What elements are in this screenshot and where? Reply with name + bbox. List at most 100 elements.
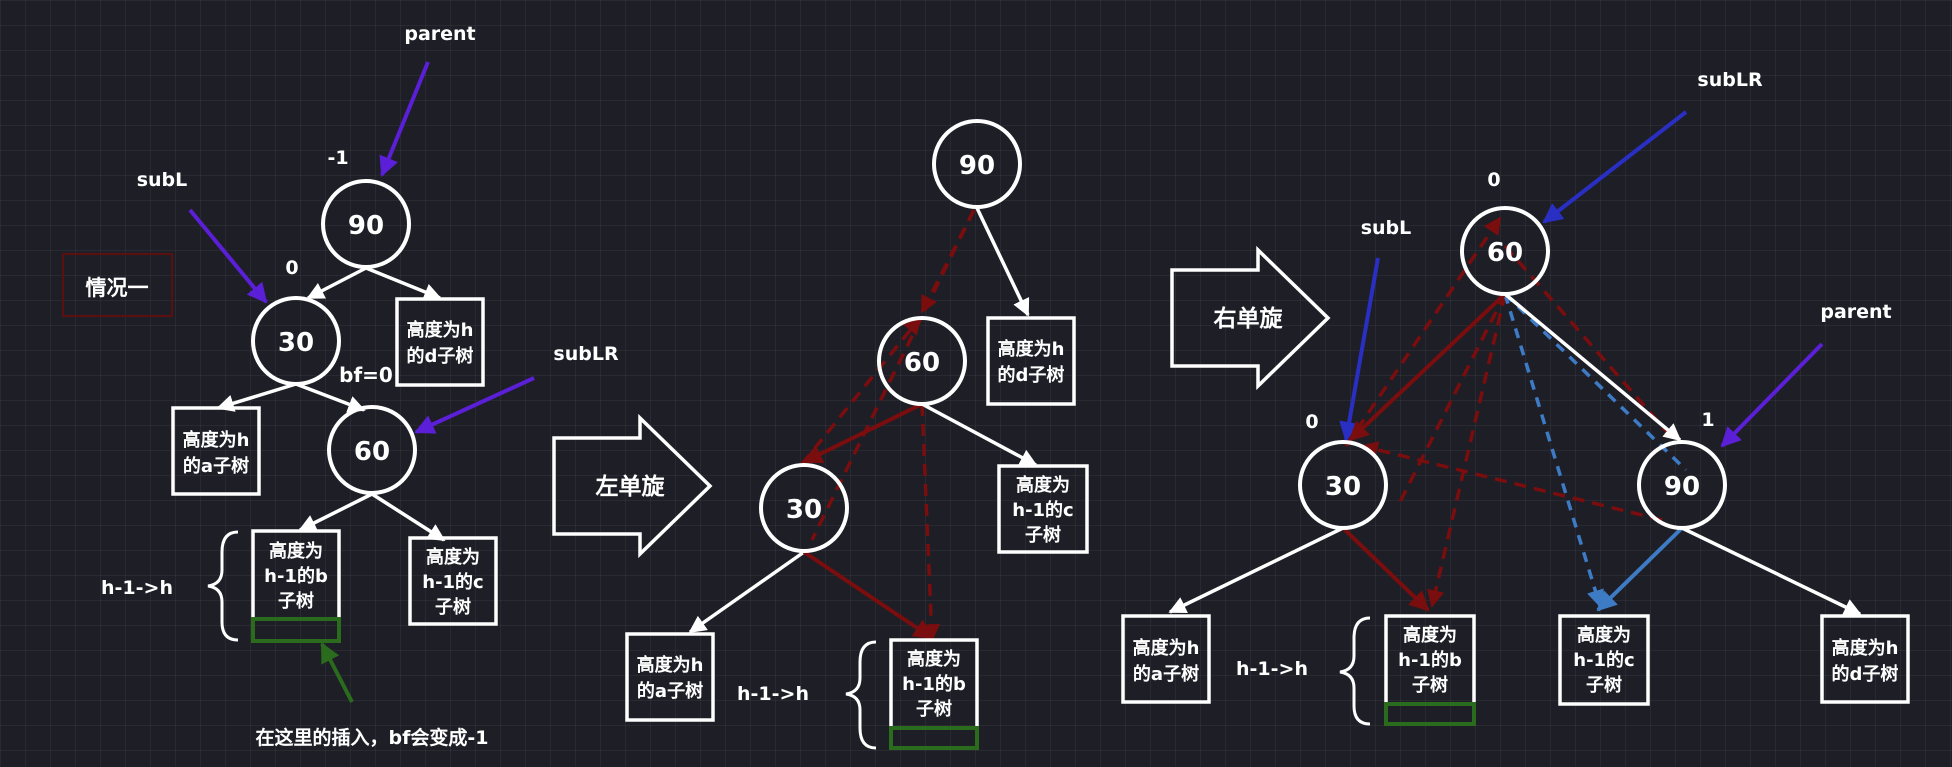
edge-60-90 — [1503, 292, 1682, 442]
edge-60-30 — [1348, 292, 1507, 442]
edge-60-b — [298, 492, 373, 532]
case-label: 情况一 — [86, 276, 149, 300]
subtree-b-line2: h-1的b — [264, 565, 328, 587]
parent-label: parent — [404, 23, 475, 45]
subtree-d-box — [986, 316, 1076, 406]
node-30-circle — [759, 463, 849, 553]
subtree-b-line2: h-1的b — [902, 673, 966, 695]
subtree-a-line1: 高度为h — [1133, 637, 1200, 659]
subLR-pointer-arrow — [414, 376, 535, 434]
bf-root-label: -1 — [327, 147, 348, 169]
node-60-label: 60 — [1487, 238, 1523, 268]
subL-label: subL — [137, 169, 188, 191]
node-30-circle — [1298, 440, 1388, 530]
parent-pointer-arrow — [379, 61, 430, 177]
hint-60-to-b — [1427, 293, 1507, 608]
subtree-c-line1: 高度为 — [1577, 624, 1631, 646]
right-rotation-arrow: 右单旋 — [1170, 245, 1331, 391]
node-60-label: 60 — [904, 348, 940, 378]
subtree-c-box — [1558, 614, 1650, 706]
hint-90-to-60 — [920, 209, 976, 314]
subtree-c-line2: h-1的c — [1012, 499, 1073, 521]
right-rotation-arrow-shape — [1170, 245, 1331, 391]
subtree-a-box — [171, 406, 261, 496]
height-change-label: h-1->h — [101, 577, 173, 599]
edge-30-a — [688, 550, 806, 634]
subtree-c-box — [408, 536, 498, 626]
edge-30-60 — [295, 382, 366, 413]
edge-90-c — [1596, 526, 1684, 612]
edge-30-a — [1168, 526, 1344, 614]
node-30-label: 30 — [278, 328, 314, 358]
node-90-circle — [932, 119, 1022, 209]
subtree-b-line2: h-1的b — [1398, 649, 1462, 671]
height-brace — [845, 640, 877, 750]
subtree-a-line1: 高度为h — [183, 429, 250, 451]
subL-label: subL — [1361, 217, 1412, 239]
hint-60-to-b — [920, 403, 941, 642]
case-label-box — [62, 253, 173, 317]
node-90-circle — [321, 179, 411, 269]
subtree-d-line2: 的d子树 — [407, 345, 474, 367]
subtree-d-line1: 高度为h — [998, 338, 1065, 360]
node-60-circle — [327, 405, 417, 495]
node-30-label: 30 — [786, 495, 822, 525]
edge-30-b — [1341, 526, 1430, 612]
node-60-circle — [1460, 206, 1550, 296]
stage1: 情况一 parent subL subLR -1 90 0 30 bf=0 60… — [62, 23, 619, 749]
subtree-a-line2: 的a子树 — [637, 680, 703, 702]
hint-90-down — [810, 209, 976, 541]
subtree-b-line1: 高度为 — [269, 540, 323, 562]
hint-90-to-30 — [1360, 441, 1663, 522]
subtree-b-line1: 高度为 — [907, 648, 961, 670]
subtree-b-growth-bar — [251, 617, 341, 643]
node-90-label: 90 — [348, 211, 384, 241]
subtree-c-line2: h-1的c — [422, 571, 483, 593]
bf-30-label: 0 — [285, 257, 298, 279]
subtree-b-line3: 子树 — [278, 590, 314, 612]
node-60-circle — [877, 316, 967, 406]
parent-label: parent — [1820, 301, 1891, 323]
subtree-c-line3: 子树 — [435, 596, 471, 618]
insert-pointer-arrow — [320, 642, 354, 703]
left-rotation-label: 左单旋 — [596, 473, 666, 500]
subtree-b-line1: 高度为 — [1403, 624, 1457, 646]
parent-pointer-arrow — [1720, 342, 1824, 448]
hint-60-to-90-blue — [1503, 292, 1688, 472]
subtree-c-line1: 高度为 — [426, 546, 480, 568]
node-90-label: 90 — [959, 151, 995, 181]
node-30-label: 30 — [1325, 472, 1361, 502]
subL-pointer-arrow — [1339, 257, 1380, 442]
subtree-c-line3: 子树 — [1586, 674, 1622, 696]
subtree-d-line1: 高度为h — [407, 319, 474, 341]
edge-60-c — [921, 402, 1038, 467]
subtree-d-line1: 高度为h — [1832, 637, 1899, 659]
subtree-b-growth-bar — [889, 726, 979, 750]
subtree-d-box — [1820, 614, 1910, 704]
subtree-a-line1: 高度为h — [637, 654, 704, 676]
height-change-label: h-1->h — [1236, 658, 1308, 680]
insert-note: 在这里的插入，bf会变成-1 — [256, 726, 489, 749]
subtree-a-box — [1121, 614, 1211, 704]
subLR-label: subLR — [1697, 69, 1763, 91]
stage2: 90 60 30 高度为h 的d子树 高度为 h-1的c 子树 高度为h 的a子… — [625, 119, 1089, 750]
subLR-pointer-arrow — [1542, 110, 1688, 224]
bf-60-label: bf=0 — [339, 363, 393, 387]
subtree-a-line2: 的a子树 — [1133, 663, 1199, 685]
node-30-circle — [251, 296, 341, 386]
hint-60-to-c — [1503, 293, 1604, 608]
subtree-b-line3: 子树 — [916, 698, 952, 720]
subtree-d-line2: 的d子树 — [998, 364, 1065, 386]
hint-60-to-30-dash — [1398, 293, 1507, 503]
edge-60-30 — [802, 402, 923, 464]
subtree-a-line2: 的a子树 — [183, 455, 249, 477]
edge-30-a — [216, 382, 297, 412]
subtree-c-box — [997, 464, 1089, 554]
subtree-d-box — [395, 297, 485, 387]
hint-30-to-60 — [1344, 216, 1502, 447]
subtree-b-growth-bar — [1384, 702, 1476, 726]
subtree-c-line1: 高度为 — [1016, 474, 1070, 496]
hint-60-to-90-dash — [1503, 244, 1676, 442]
height-brace — [1339, 616, 1371, 726]
